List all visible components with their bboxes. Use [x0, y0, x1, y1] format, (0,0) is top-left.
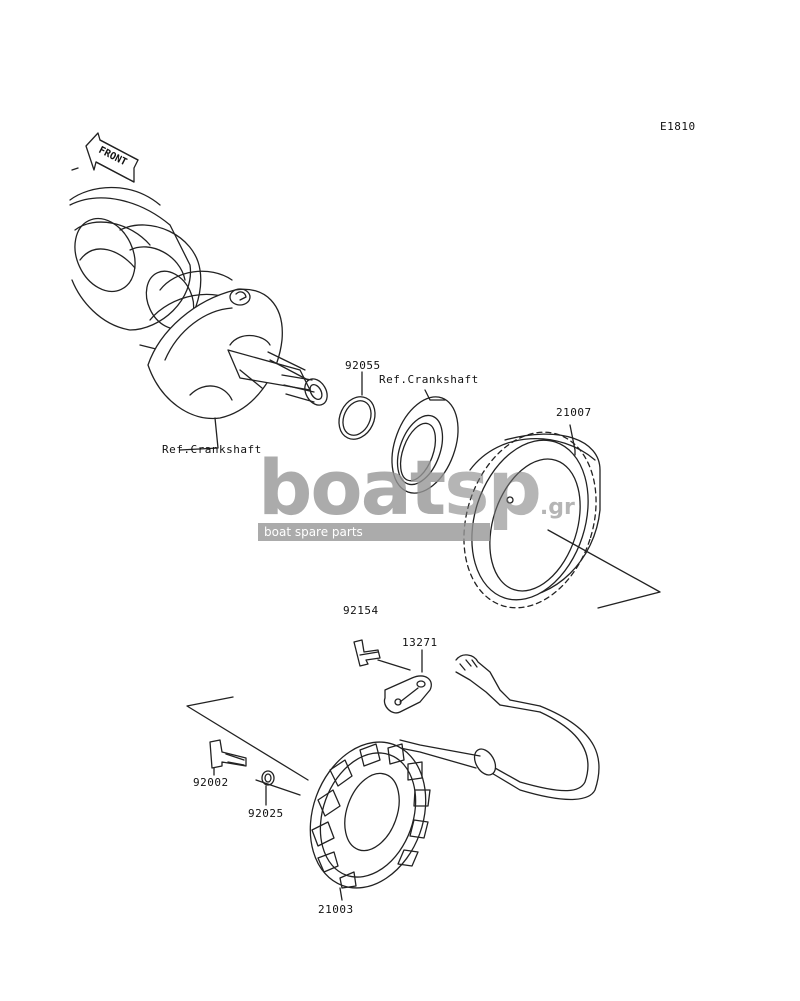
part-number-21003[interactable]: 21003	[318, 903, 354, 916]
watermark-brand-b: sp	[444, 443, 542, 532]
wire-harness	[399, 654, 600, 801]
part-number-92055[interactable]: 92055	[345, 359, 381, 372]
o-ring-92055	[338, 371, 376, 440]
part-number-92002[interactable]: 92002	[193, 776, 229, 789]
front-arrow-icon: FRONT	[85, 132, 139, 183]
part-number-92025[interactable]: 92025	[248, 807, 284, 820]
crankshaft-collar	[391, 389, 459, 494]
ref-crankshaft-label-top[interactable]: Ref.Crankshaft	[379, 373, 479, 386]
part-number-13271[interactable]: 13271	[402, 636, 438, 649]
crankshaft-drawing	[69, 167, 328, 451]
bolt-92002	[209, 739, 247, 776]
part-number-92154[interactable]: 92154	[343, 604, 379, 617]
ref-crankshaft-label-bottom[interactable]: Ref.Crankshaft	[162, 443, 262, 456]
watermark-logo: boatsp.gr	[258, 450, 575, 546]
diagram-code: E1810	[660, 120, 696, 133]
part-number-21007[interactable]: 21007	[556, 406, 592, 419]
bolt-92154	[353, 639, 411, 671]
reference-lines	[186, 696, 309, 781]
watermark-tagline: boat spare parts	[258, 523, 490, 541]
watermark-suffix: .gr	[539, 495, 575, 520]
washer-92025	[261, 770, 275, 806]
stator-21003	[309, 741, 431, 901]
plate-13271	[383, 649, 432, 714]
watermark-brand-a: boat	[258, 443, 446, 532]
flywheel-21007	[463, 424, 661, 609]
